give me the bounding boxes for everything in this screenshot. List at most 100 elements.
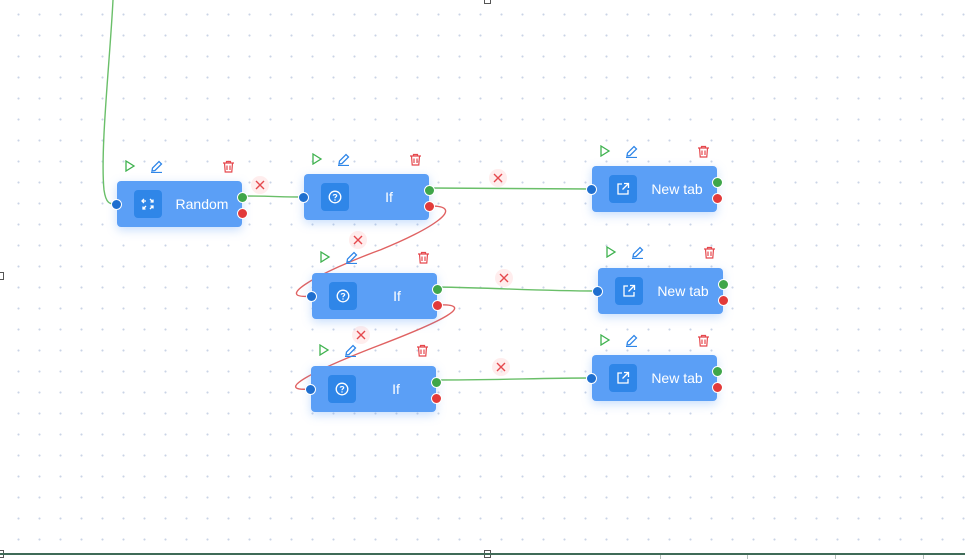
input-port[interactable] bbox=[592, 286, 603, 297]
edge-if1-to-if2[interactable] bbox=[295, 205, 447, 298]
failure-port[interactable] bbox=[712, 382, 723, 393]
delete-node-button[interactable] bbox=[695, 332, 711, 348]
pencil-icon bbox=[344, 344, 356, 357]
node-random[interactable]: Random bbox=[111, 181, 248, 227]
input-port[interactable] bbox=[586, 184, 597, 195]
edit-node-button[interactable] bbox=[623, 143, 639, 159]
node-toolbar bbox=[312, 249, 437, 265]
run-node-button[interactable] bbox=[309, 151, 325, 167]
run-node-button[interactable] bbox=[316, 342, 332, 358]
delete-edge-button[interactable] bbox=[349, 231, 367, 249]
resize-handle-left[interactable] bbox=[0, 272, 4, 280]
trash-icon bbox=[697, 145, 709, 158]
edge-if2-to-newtab2[interactable] bbox=[435, 286, 598, 292]
success-port[interactable] bbox=[431, 377, 442, 388]
trash-icon bbox=[416, 344, 428, 357]
node-toolbar bbox=[117, 158, 242, 174]
node-new-tab[interactable]: New tab bbox=[586, 355, 723, 401]
edge-if1-to-newtab1[interactable] bbox=[427, 187, 592, 190]
edit-node-button[interactable] bbox=[335, 151, 351, 167]
edit-node-button[interactable] bbox=[342, 342, 358, 358]
question-circle-icon bbox=[321, 183, 349, 211]
play-icon bbox=[600, 334, 611, 346]
success-port[interactable] bbox=[712, 177, 723, 188]
delete-node-button[interactable] bbox=[415, 249, 431, 265]
pencil-icon bbox=[345, 251, 357, 264]
shuffle-arrows-icon bbox=[134, 190, 162, 218]
failure-port[interactable] bbox=[718, 295, 729, 306]
divider-tick bbox=[923, 555, 924, 559]
delete-edge-button[interactable] bbox=[495, 269, 513, 287]
edge-if2-to-if3[interactable] bbox=[295, 304, 456, 390]
edit-node-button[interactable] bbox=[629, 244, 645, 260]
edge-if3-to-newtab3[interactable] bbox=[433, 377, 593, 381]
edge-random-to-if1[interactable] bbox=[240, 195, 304, 198]
resize-handle-top[interactable] bbox=[484, 0, 491, 4]
divider-tick bbox=[747, 555, 748, 559]
delete-node-button[interactable] bbox=[407, 151, 423, 167]
failure-port[interactable] bbox=[424, 201, 435, 212]
node-label: New tab bbox=[651, 370, 703, 386]
input-port[interactable] bbox=[586, 373, 597, 384]
play-icon bbox=[125, 160, 136, 172]
input-port[interactable] bbox=[305, 384, 316, 395]
node-label: New tab bbox=[657, 283, 709, 299]
delete-node-button[interactable] bbox=[220, 158, 236, 174]
run-node-button[interactable] bbox=[603, 244, 619, 260]
panel-divider[interactable] bbox=[0, 553, 965, 555]
run-node-button[interactable] bbox=[597, 332, 613, 348]
node-new-tab[interactable]: New tab bbox=[586, 166, 723, 212]
edge-start-to-random[interactable] bbox=[102, 0, 117, 205]
edit-node-button[interactable] bbox=[343, 249, 359, 265]
success-port[interactable] bbox=[718, 279, 729, 290]
x-icon bbox=[353, 235, 363, 245]
trash-icon bbox=[222, 160, 234, 173]
delete-edge-button[interactable] bbox=[251, 176, 269, 194]
pencil-icon bbox=[625, 145, 637, 158]
node-label: Random bbox=[175, 196, 229, 212]
node-if[interactable]: If bbox=[306, 273, 443, 319]
delete-node-button[interactable] bbox=[695, 143, 711, 159]
trash-icon bbox=[417, 251, 429, 264]
node-toolbar bbox=[592, 143, 717, 159]
pencil-icon bbox=[625, 334, 637, 347]
delete-edge-button[interactable] bbox=[489, 169, 507, 187]
node-toolbar bbox=[598, 244, 723, 260]
edit-node-button[interactable] bbox=[148, 158, 164, 174]
input-port[interactable] bbox=[111, 199, 122, 210]
success-port[interactable] bbox=[424, 185, 435, 196]
run-node-button[interactable] bbox=[317, 249, 333, 265]
node-new-tab[interactable]: New tab bbox=[592, 268, 729, 314]
node-if[interactable]: If bbox=[305, 366, 442, 412]
delete-edge-button[interactable] bbox=[492, 358, 510, 376]
node-label: If bbox=[385, 189, 393, 205]
delete-edge-button[interactable] bbox=[352, 326, 370, 344]
delete-node-button[interactable] bbox=[414, 342, 430, 358]
play-icon bbox=[606, 246, 617, 258]
input-port[interactable] bbox=[306, 291, 317, 302]
trash-icon bbox=[697, 334, 709, 347]
failure-port[interactable] bbox=[431, 393, 442, 404]
external-link-icon bbox=[615, 277, 643, 305]
play-icon bbox=[600, 145, 611, 157]
success-port[interactable] bbox=[712, 366, 723, 377]
delete-node-button[interactable] bbox=[701, 244, 717, 260]
external-link-icon bbox=[609, 175, 637, 203]
failure-port[interactable] bbox=[432, 300, 443, 311]
failure-port[interactable] bbox=[712, 193, 723, 204]
play-icon bbox=[312, 153, 323, 165]
failure-port[interactable] bbox=[237, 208, 248, 219]
play-icon bbox=[319, 344, 330, 356]
success-port[interactable] bbox=[432, 284, 443, 295]
node-if[interactable]: If bbox=[298, 174, 435, 220]
question-circle-icon bbox=[328, 375, 356, 403]
run-node-button[interactable] bbox=[122, 158, 138, 174]
pencil-icon bbox=[631, 246, 643, 259]
x-icon bbox=[255, 180, 265, 190]
success-port[interactable] bbox=[237, 192, 248, 203]
run-node-button[interactable] bbox=[597, 143, 613, 159]
edit-node-button[interactable] bbox=[623, 332, 639, 348]
input-port[interactable] bbox=[298, 192, 309, 203]
